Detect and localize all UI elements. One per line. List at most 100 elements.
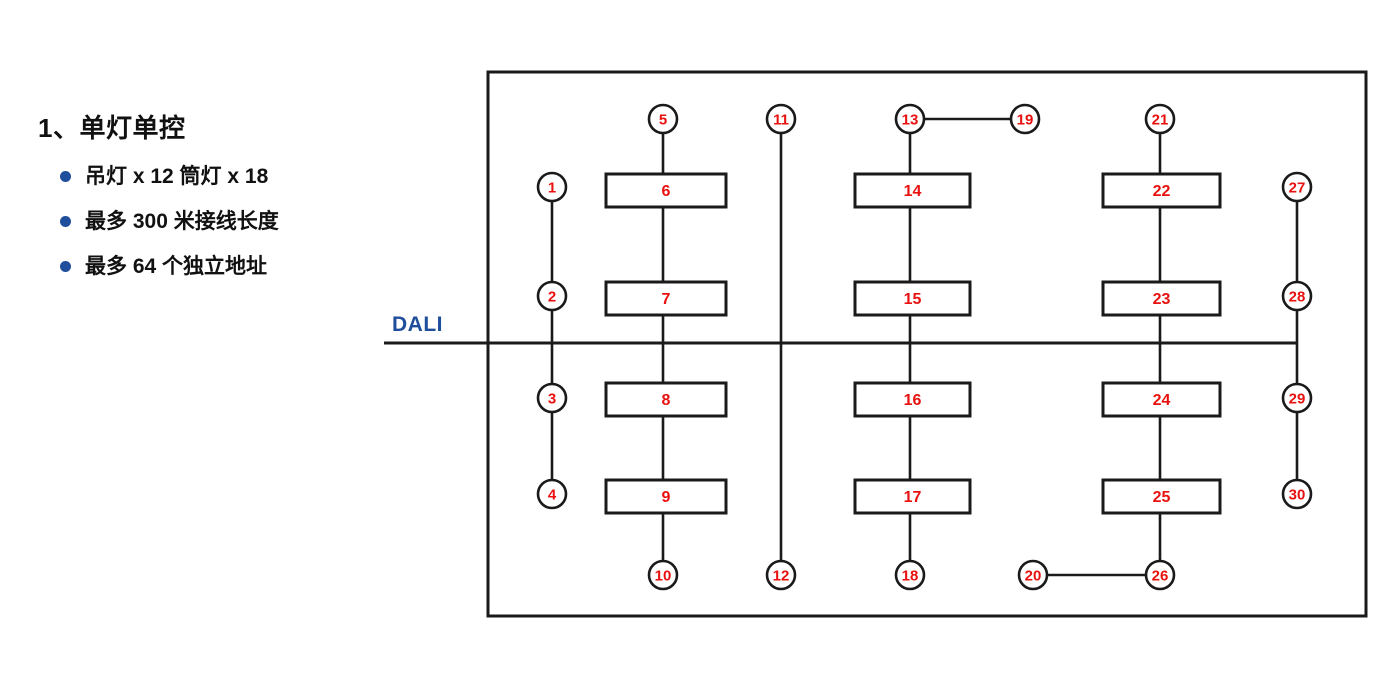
node-number: 26 [1152,568,1169,585]
bullet-label: 吊灯 x 12 筒灯 x 18 [85,164,269,188]
fixture-23[interactable]: 23 [1101,280,1222,317]
node-30[interactable]: 30 [1281,478,1313,510]
bullet-dot-icon [60,261,71,273]
fixture-7[interactable]: 7 [604,280,728,317]
list-item: 吊灯 x 12 筒灯 x 18 [60,163,368,190]
fixture-15[interactable]: 15 [853,280,972,317]
node-12[interactable]: 12 [765,559,797,591]
fixture-8[interactable]: 8 [604,381,728,418]
fixture-number: 17 [904,489,922,506]
fixture-body [1101,381,1222,418]
fixture-17[interactable]: 17 [853,478,972,515]
fixture-number: 8 [662,392,671,409]
node-circle [1281,478,1313,510]
description-panel: 1、单灯单控 吊灯 x 12 筒灯 x 18 最多 300 米接线长度 最多 6… [38,112,368,298]
fixture-number: 7 [662,291,671,308]
node-number: 11 [773,112,789,129]
node-11[interactable]: 11 [765,103,797,135]
list-item: 最多 300 米接线长度 [60,208,368,235]
node-circle [536,171,568,203]
node-circle [536,478,568,510]
node-number: 3 [548,391,556,408]
node-29[interactable]: 29 [1281,382,1313,414]
node-circle [1144,559,1176,591]
bullet-dot-icon [60,170,71,182]
node-19[interactable]: 19 [1009,103,1041,135]
node-number: 13 [902,112,919,129]
node-number: 27 [1289,180,1306,197]
node-circle [894,559,926,591]
fixture-14[interactable]: 14 [853,172,972,209]
fixture-body [604,280,728,317]
link-layer [550,117,1299,577]
fixture-body [1101,172,1222,209]
node-27[interactable]: 27 [1281,171,1313,203]
node-circle [1281,280,1313,312]
node-28[interactable]: 28 [1281,280,1313,312]
node-number: 29 [1289,391,1306,408]
node-circle [536,382,568,414]
fixture-body [853,381,972,418]
fixture-24[interactable]: 24 [1101,381,1222,418]
fixture-25[interactable]: 25 [1101,478,1222,515]
fixture-number: 25 [1153,489,1171,506]
fixture-number: 6 [662,183,671,200]
node-circle [536,280,568,312]
node-circle [894,103,926,135]
fixture-22[interactable]: 22 [1101,172,1222,209]
node-circle [1144,103,1176,135]
node-1[interactable]: 1 [536,171,568,203]
fixture-number: 15 [904,291,922,308]
dali-bus-label: DALI [392,313,443,336]
fixture-number: 24 [1153,392,1171,409]
node-number: 12 [773,568,790,585]
node-20[interactable]: 20 [1017,559,1049,591]
fixture-layer: 6 7 8 9 14 15 16 17 22 23 24 25 [604,172,1222,515]
fixture-body [1101,280,1222,317]
node-5[interactable]: 5 [647,103,679,135]
node-18[interactable]: 18 [894,559,926,591]
fixture-16[interactable]: 16 [853,381,972,418]
node-number: 19 [1017,112,1034,129]
node-10[interactable]: 10 [647,559,679,591]
node-26[interactable]: 26 [1144,559,1176,591]
node-number: 1 [548,180,556,197]
fixture-number: 22 [1153,183,1171,200]
node-circle [1009,103,1041,135]
fixture-body [853,280,972,317]
node-number: 21 [1152,112,1169,129]
node-circle [647,103,679,135]
node-number: 2 [548,289,556,306]
fixture-body [853,478,972,515]
node-number: 4 [548,487,557,504]
node-circle [647,559,679,591]
node-number: 5 [659,112,667,129]
fixture-9[interactable]: 9 [604,478,728,515]
node-circle [765,103,797,135]
node-number: 10 [655,568,672,585]
node-number: 30 [1289,487,1306,504]
node-21[interactable]: 21 [1144,103,1176,135]
fixture-6[interactable]: 6 [604,172,728,209]
node-number: 18 [902,568,919,585]
fixture-body [853,172,972,209]
bullet-label: 最多 300 米接线长度 [85,209,279,233]
node-4[interactable]: 4 [536,478,568,510]
fixture-number: 14 [904,183,922,200]
fixture-body [604,478,728,515]
fixture-body [604,381,728,418]
bus-label-layer: DALI [392,313,443,336]
node-2[interactable]: 2 [536,280,568,312]
node-circle [765,559,797,591]
node-13[interactable]: 13 [894,103,926,135]
list-item: 最多 64 个独立地址 [60,253,368,280]
panel-heading: 1、单灯单控 [38,113,186,143]
feature-bullet-list: 吊灯 x 12 筒灯 x 18 最多 300 米接线长度 最多 64 个独立地址 [38,163,368,281]
fixture-number: 23 [1153,291,1171,308]
node-3[interactable]: 3 [536,382,568,414]
bullet-label: 最多 64 个独立地址 [85,255,268,279]
node-circle [1017,559,1049,591]
